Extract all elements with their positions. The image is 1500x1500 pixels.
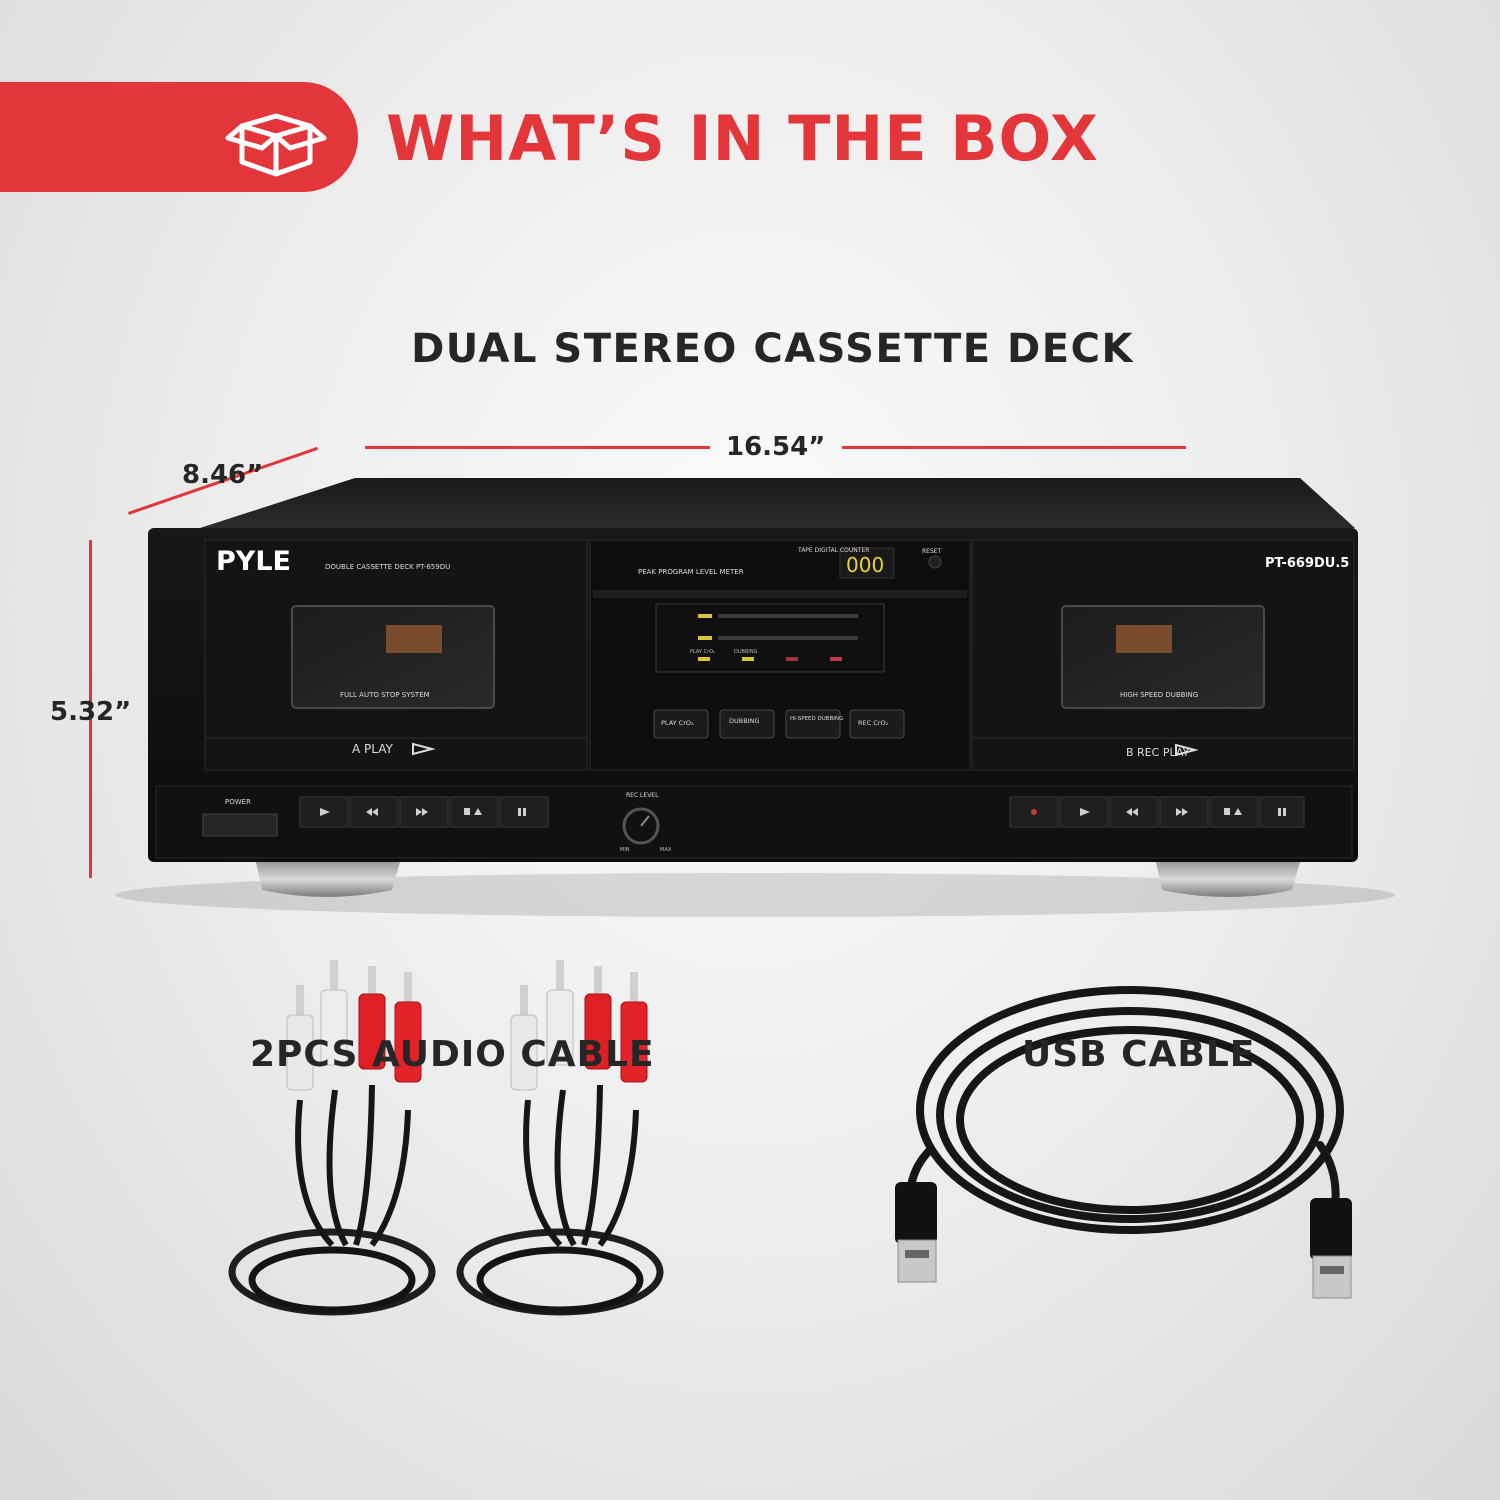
left-foot xyxy=(256,862,400,897)
power-label: POWER xyxy=(225,798,251,806)
deck-a-text: FULL AUTO STOP SYSTEM xyxy=(340,691,430,699)
mode-buttons xyxy=(653,709,905,739)
deck-b-text: HIGH SPEED DUBBING xyxy=(1120,691,1198,699)
meter-label: DUBBING xyxy=(734,649,758,655)
usb-plug-left xyxy=(895,1182,937,1283)
counter-label: TAPE DIGITAL COUNTER xyxy=(797,547,869,554)
rca-cable-right xyxy=(456,960,664,1316)
play-arrow-icon xyxy=(412,742,436,756)
usb-cable-caption: USB CABLE xyxy=(1022,1034,1256,1075)
height-line xyxy=(89,540,92,878)
rca-cable-left xyxy=(228,960,436,1316)
usb-plug-right xyxy=(1310,1198,1352,1299)
depth-dimension: 8.46” xyxy=(182,460,264,490)
header-banner xyxy=(0,82,358,192)
width-line-left xyxy=(365,446,710,449)
width-line-right xyxy=(842,446,1186,449)
model-left: DOUBLE CASSETTE DECK PT-659DU xyxy=(325,563,450,571)
counter-value: 000 xyxy=(846,553,884,577)
deck-b-label: B REC PLAY xyxy=(1126,746,1189,759)
usb-cable xyxy=(906,986,1344,1234)
height-dimension: 5.32” xyxy=(50,697,132,727)
transport-buttons-b xyxy=(1009,796,1305,828)
play-arrow-icon xyxy=(1175,743,1199,757)
rec-level-label: REC LEVEL xyxy=(626,792,659,799)
reset-label: RESET xyxy=(922,548,942,555)
mode-button-label: REC CrO₂ xyxy=(858,719,889,727)
deck-a-label: A PLAY xyxy=(352,742,393,756)
level-meter xyxy=(698,614,858,661)
meter-label: PLAY CrO₂ xyxy=(690,649,715,655)
section-headline: WHAT’S IN THE BOX xyxy=(386,102,1099,175)
mode-button-label: HI-SPEED DUBBING xyxy=(790,716,843,722)
rec-min-label: MIN xyxy=(620,847,630,853)
mode-button-label: PLAY CrO₂ xyxy=(661,719,694,727)
transport-symbols xyxy=(320,808,1286,816)
width-dimension: 16.54” xyxy=(726,432,826,462)
mode-button-label: DUBBING xyxy=(729,717,760,725)
product-title: DUAL STEREO CASSETTE DECK xyxy=(411,326,1134,372)
rec-max-label: MAX xyxy=(660,847,672,853)
model-right: PT-669DU.5 xyxy=(1265,556,1349,571)
right-foot xyxy=(1156,862,1300,897)
brand-logo: PYLE xyxy=(216,546,291,577)
audio-cable-caption: 2PCS AUDIO CABLE xyxy=(250,1034,655,1075)
meter-title: PEAK PROGRAM LEVEL METER xyxy=(638,568,744,576)
open-box-icon xyxy=(225,113,327,177)
cassette-deck xyxy=(115,478,1395,917)
